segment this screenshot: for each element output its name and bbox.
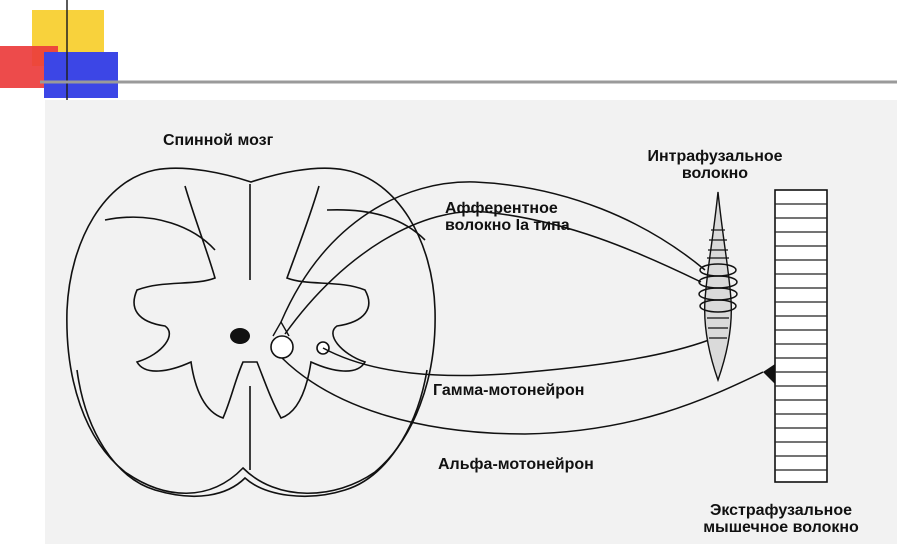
extrafusal-muscle-fiber [763,189,828,483]
reflex-arc-diagram: Спинной мозг Интрафузальное волокно Аффе… [45,100,897,544]
dorsal-root-curve [104,216,216,251]
nerve-fibers [280,181,764,435]
alpha-motoneuron-body [270,335,294,359]
label-intrafusal-line1: Интрафузальное [647,148,783,165]
slide-header-decoration [0,0,897,100]
afferent-fiber-ia [280,181,706,323]
muscle-fiber-body [774,189,828,483]
diagram-drawing [45,100,897,544]
label-extrafusal-line1: Экстрафузальное [709,502,853,519]
ventral-root-curve [326,208,426,241]
spinal-cord-lower-edge [76,369,428,498]
label-afferent-fiber: Афферентное волокно Ia типа [445,200,570,234]
label-afferent-line1: Афферентное [445,200,558,217]
diagram-background [45,100,897,544]
label-extrafusal-fiber: Экстрафузальное мышечное волокно [665,502,897,536]
label-afferent-line2: волокно Ia типа [445,217,570,234]
muscle-striations [775,203,827,471]
gamma-fiber [322,339,710,377]
blue-square [44,52,118,98]
afferent-fiber-ia-outer [284,210,702,335]
label-spinal-cord: Спинной мозг [163,132,274,149]
gray-matter [133,185,370,419]
label-intrafusal-fiber: Интрафузальное волокно [605,148,825,182]
central-canal [230,328,250,344]
spinal-cord [66,167,436,498]
label-intrafusal-line2: волокно [681,165,749,182]
label-gamma-motoneuron: Гамма-мотонейрон [433,382,585,399]
alpha-fiber [281,357,764,435]
label-alpha-motoneuron: Альфа-мотонейрон [438,456,594,473]
motor-end-plate [763,364,775,384]
spinal-cord-outline [66,167,436,495]
spindle-striations [707,229,729,339]
intrafusal-fiber [698,191,738,383]
annulospiral-ending [698,263,738,313]
spindle-body [703,191,733,383]
label-extrafusal-line2: мышечное волокно [703,519,859,536]
